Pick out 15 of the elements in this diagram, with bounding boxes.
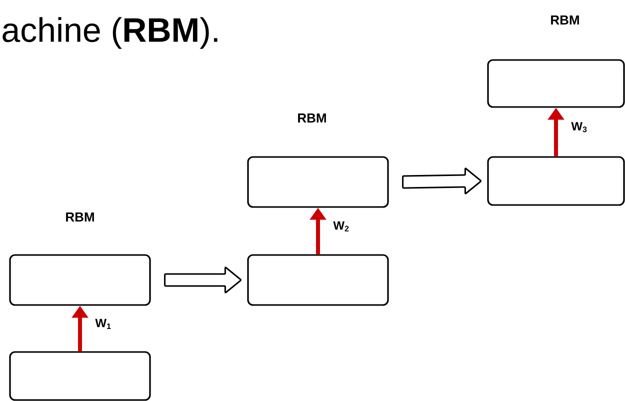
heading-text: achine (RBM). xyxy=(2,17,218,49)
block-arrow xyxy=(164,266,242,294)
layer-box xyxy=(247,254,389,306)
block-arrow xyxy=(402,168,482,194)
layer-box xyxy=(487,59,625,108)
layer-box xyxy=(247,156,389,208)
edge-label: W$_{2}$ xyxy=(332,220,350,232)
layer-box xyxy=(9,254,151,306)
edge-label: W$_{3}$ xyxy=(570,121,588,134)
stack-label: RBM xyxy=(66,212,94,222)
layer-box xyxy=(9,351,151,401)
stack-label: RBM xyxy=(551,16,579,24)
layer-box xyxy=(487,156,625,206)
stack-label: RBM xyxy=(298,114,326,122)
edge-label: W$_{1}$ xyxy=(94,318,112,330)
